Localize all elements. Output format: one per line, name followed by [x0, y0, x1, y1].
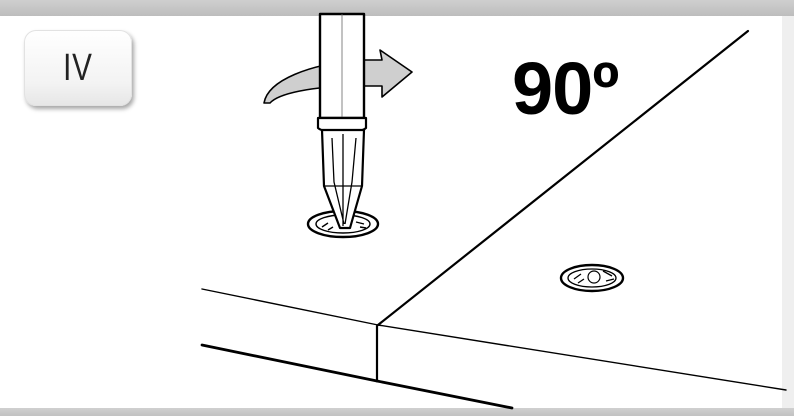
rotation-angle-label: 90º: [512, 47, 619, 130]
screwdriver-icon: [316, 12, 368, 230]
step-number: IV: [63, 46, 93, 89]
right-border: [782, 16, 794, 408]
top-border: [0, 0, 794, 16]
board-panel: [200, 29, 787, 410]
cam-lock-icon: [559, 263, 625, 293]
bottom-border: [0, 408, 794, 416]
step-badge: IV: [24, 30, 132, 106]
